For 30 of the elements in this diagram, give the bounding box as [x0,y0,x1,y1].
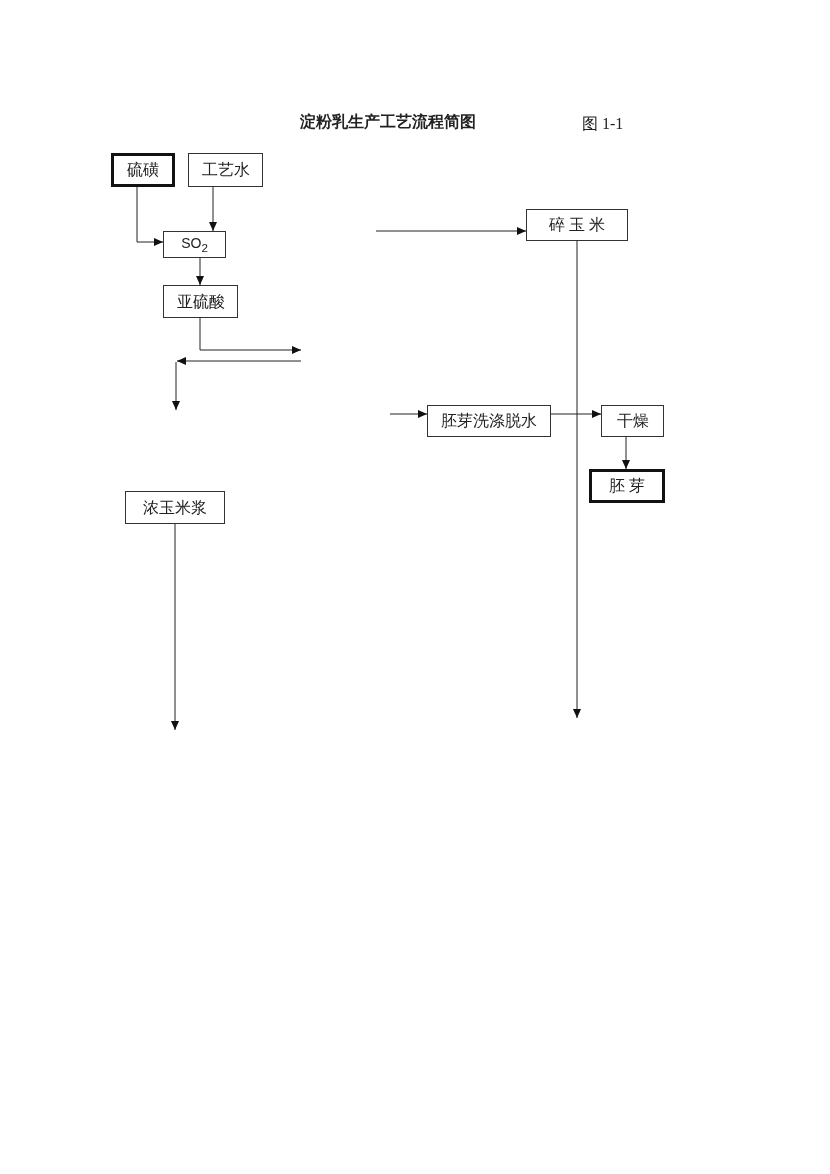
process-box [188,153,263,187]
arrow [209,186,217,232]
arrow [199,317,302,354]
process-box [589,469,665,503]
box-label: SO$_{2}$ [181,234,208,255]
arrow [622,436,630,470]
box-label: 干燥 [616,411,649,431]
process-box [601,405,664,437]
arrow [389,410,428,418]
arrow [573,240,581,719]
process-box [163,285,238,318]
process-box [111,153,175,187]
process-box [125,491,225,524]
box-label: 浓玉米浆 [143,497,207,518]
box-label: 胚 芽 [609,476,645,496]
arrow [196,257,204,286]
box-label: 硫磺 [127,160,159,180]
process-box [427,405,551,437]
arrow [136,186,164,246]
process-box [163,231,226,258]
box-label: 胚芽洗涤脱水 [441,411,537,431]
figure-number: 图 1-1 [582,114,624,134]
box-label: 碎 玉 米 [549,215,605,235]
diagram-title: 淀粉乳生产工艺流程简图 [300,112,476,132]
box-label: 工艺水 [201,160,250,180]
arrow [375,227,527,235]
arrow [550,410,602,418]
box-label: 亚硫酸 [176,291,225,312]
process-box [526,209,628,241]
arrow [171,523,179,731]
